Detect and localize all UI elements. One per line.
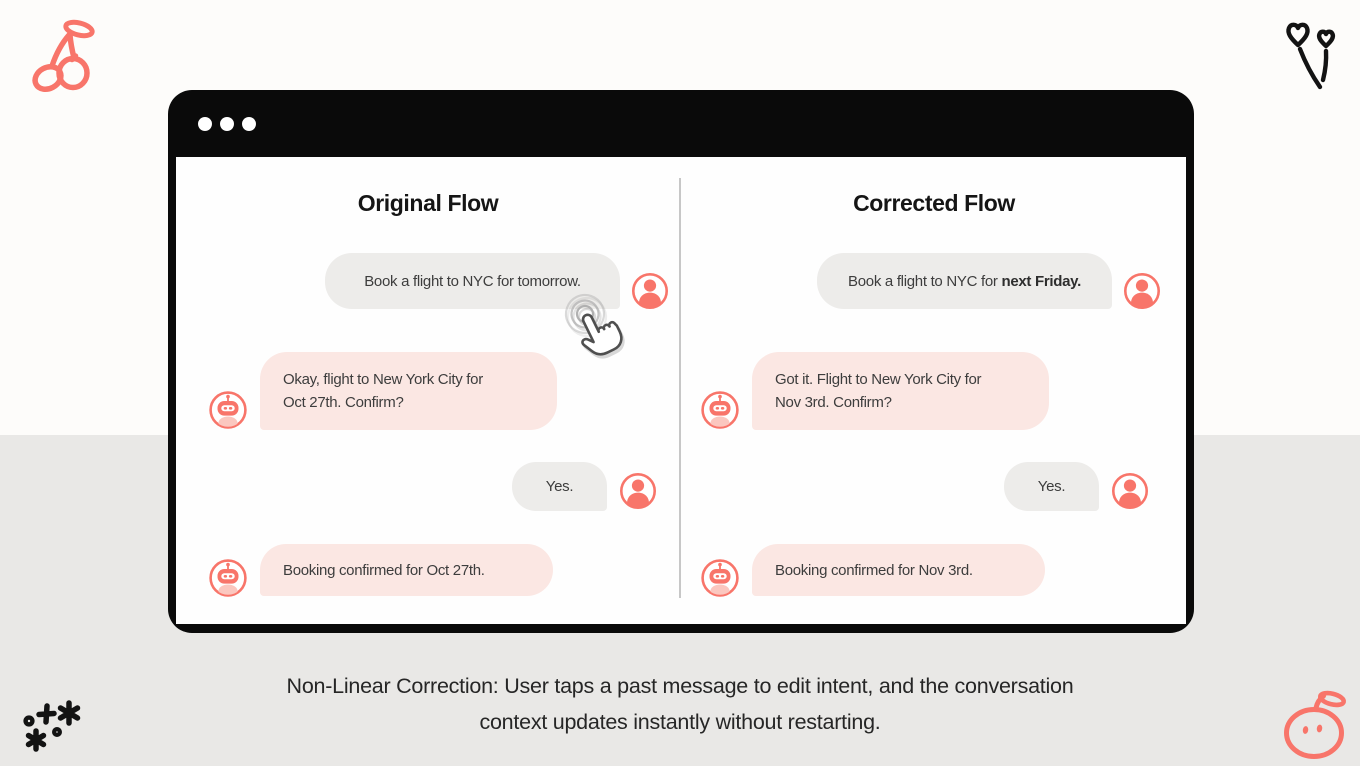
- column-title: Original Flow: [357, 190, 499, 216]
- user-message-bubble: Yes.: [512, 462, 607, 511]
- robot-avatar-icon: [208, 390, 248, 430]
- bot-message-bubble: Okay, flight to New York City for Oct 27…: [260, 352, 557, 430]
- message-text: Book a flight to NYC for tomorrow.: [364, 272, 581, 290]
- window-control-dot[interactable]: [242, 116, 256, 131]
- message-text: Yes.: [545, 478, 574, 495]
- window-titlebar: [168, 90, 1194, 157]
- window-content: Original Flow Book a flight to NYC for t…: [176, 157, 1186, 624]
- user-message-bubble: Yes.: [1004, 462, 1099, 511]
- robot-avatar-icon: [700, 558, 740, 598]
- heart-balloons-doodle-icon: [1286, 22, 1336, 90]
- window-control-dot[interactable]: [220, 116, 234, 131]
- user-avatar-icon: [619, 472, 657, 510]
- message-text: Yes.: [1037, 478, 1066, 495]
- column-title: Corrected Flow: [853, 190, 1015, 216]
- message-text: Got it. Flight to New York City for: [775, 371, 982, 388]
- user-message-bubble-tapped[interactable]: Book a flight to NYC for tomorrow.: [325, 253, 620, 309]
- message-text: Booking confirmed for Oct 27th.: [283, 561, 485, 579]
- tap-cursor-icon: [564, 293, 623, 356]
- robot-avatar-icon: [208, 558, 248, 598]
- sparkles-doodle-icon: [23, 700, 81, 752]
- bot-message-bubble: Got it. Flight to New York City for Nov …: [752, 352, 1049, 430]
- window-control-dot[interactable]: [198, 116, 212, 131]
- message-text: Booking confirmed for Nov 3rd.: [775, 561, 973, 579]
- column-divider: [679, 178, 681, 598]
- robot-avatar-icon: [700, 390, 740, 430]
- browser-window: Original Flow Book a flight to NYC for t…: [168, 90, 1194, 633]
- caption: Non-Linear Correction: User taps a past …: [0, 668, 1360, 740]
- user-avatar-icon: [1123, 272, 1161, 310]
- edited-text-bold: next Friday.: [1001, 272, 1081, 290]
- bot-message-bubble: Booking confirmed for Oct 27th.: [260, 544, 553, 596]
- message-text: Book a flight to NYC for next Friday.: [848, 272, 1081, 290]
- caption-line: Non-Linear Correction: User taps a past …: [286, 674, 1074, 698]
- message-text: Oct 27th. Confirm?: [283, 394, 404, 411]
- user-avatar-icon: [1111, 472, 1149, 510]
- bot-message-bubble: Booking confirmed for Nov 3rd.: [752, 544, 1045, 596]
- caption-line: context updates instantly without restar…: [479, 710, 881, 734]
- user-message-bubble-edited: Book a flight to NYC for next Friday.: [817, 253, 1112, 309]
- message-text: Okay, flight to New York City for: [283, 371, 483, 388]
- peach-face-doodle-icon: [1284, 690, 1347, 759]
- cherries-doodle-icon: [32, 19, 95, 92]
- message-text: Nov 3rd. Confirm?: [775, 394, 892, 411]
